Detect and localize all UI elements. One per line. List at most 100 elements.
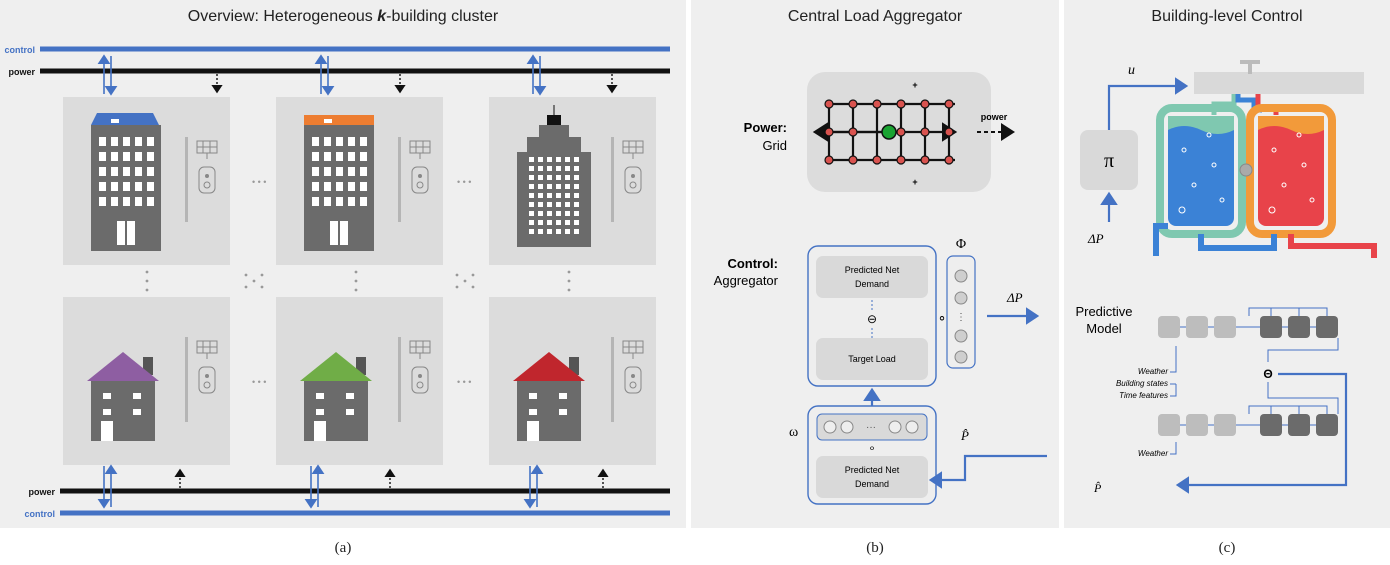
predicted-net-demand-bottom-box bbox=[816, 456, 928, 498]
sequence-block bbox=[1260, 316, 1282, 338]
sequence-block bbox=[1214, 316, 1236, 338]
phi-vector bbox=[946, 255, 976, 369]
aggregator-diagram: + + power Power: Grid Control: Aggregato… bbox=[714, 72, 1047, 505]
sequence-block bbox=[1214, 414, 1236, 436]
power-heading: Power: bbox=[744, 120, 787, 135]
control-sub: Aggregator bbox=[714, 273, 779, 288]
sequence-block bbox=[1186, 316, 1208, 338]
delta-p-input: ΔP bbox=[1087, 231, 1104, 246]
pi-label: π bbox=[1104, 150, 1114, 172]
phi-vdots: ⋮ bbox=[956, 312, 966, 323]
p-hat-input: P̂ bbox=[960, 428, 969, 443]
control-label-top: control bbox=[5, 45, 36, 55]
grid-node bbox=[848, 127, 858, 137]
omega-label: ω bbox=[789, 425, 798, 440]
grid-node bbox=[944, 99, 954, 109]
pnd-top-line2: Demand bbox=[855, 279, 889, 289]
panel-overview: Overview: Heterogeneous k-building clust… bbox=[0, 0, 686, 556]
office-building-card bbox=[489, 97, 656, 265]
input-weather-bottom: Weather bbox=[1138, 449, 1168, 458]
input-time-features: Time features bbox=[1119, 391, 1168, 400]
solar-panel-icon bbox=[409, 340, 431, 359]
predictive-model-line2: Model bbox=[1086, 321, 1122, 336]
circ-symbol-bottom: ∘ bbox=[868, 441, 876, 455]
control-label-bottom: control bbox=[25, 509, 56, 519]
house-icon bbox=[300, 352, 372, 441]
grid-node bbox=[896, 127, 906, 137]
solar-panel-icon bbox=[196, 140, 218, 159]
p-hat-output: P̂ bbox=[1093, 481, 1102, 495]
panel-building-control: Building-level Control π u ΔP bbox=[1064, 0, 1390, 556]
delta-p-output: ΔP bbox=[1006, 290, 1023, 305]
building-control-diagram: π u ΔP Predictive Model Weather Building… bbox=[1075, 60, 1377, 495]
predicted-net-demand-top-box bbox=[816, 256, 928, 298]
grid-center-node bbox=[881, 124, 897, 140]
house-card bbox=[63, 297, 230, 465]
meter-icon bbox=[624, 166, 642, 194]
grid-node bbox=[848, 155, 858, 165]
plus-top: + bbox=[912, 80, 917, 90]
caption-a: (a) bbox=[334, 540, 352, 556]
policy-box bbox=[1080, 130, 1138, 190]
grid-node bbox=[848, 99, 858, 109]
house-card bbox=[276, 297, 443, 465]
grid-node bbox=[896, 99, 906, 109]
sequence-block bbox=[1288, 316, 1310, 338]
house-card bbox=[489, 297, 656, 465]
meter-icon bbox=[411, 366, 429, 394]
panel-a-title: Overview: Heterogeneous k-building clust… bbox=[187, 8, 499, 25]
ellipsis-row1-a: • • • bbox=[252, 177, 266, 187]
phi-label: Φ bbox=[956, 237, 966, 252]
power-arrow-label: power bbox=[981, 112, 1008, 122]
target-load-label: Target Load bbox=[848, 354, 896, 364]
grid-node bbox=[872, 99, 882, 109]
u-label: u bbox=[1128, 63, 1135, 78]
theta-symbol: Θ bbox=[1263, 367, 1272, 381]
solar-panel-icon bbox=[196, 340, 218, 359]
house-icon bbox=[87, 352, 159, 441]
sequence-block bbox=[1288, 414, 1310, 436]
power-sub: Grid bbox=[762, 138, 787, 153]
skyscraper-icon bbox=[517, 105, 591, 247]
panel-aggregator: Central Load Aggregator + + power Power:… bbox=[691, 0, 1059, 556]
ellipsis-row2-a: • • • bbox=[252, 377, 266, 387]
solar-panel-icon bbox=[622, 140, 644, 159]
solar-panel-icon bbox=[409, 140, 431, 159]
pnd-bottom-line2: Demand bbox=[855, 479, 889, 489]
office-building-icon bbox=[91, 113, 161, 251]
control-heading: Control: bbox=[727, 256, 778, 271]
caption-b: (b) bbox=[866, 540, 884, 556]
circ-symbol-mid: ∘ bbox=[938, 309, 947, 325]
hot-tank bbox=[1258, 116, 1324, 226]
input-weather: Weather bbox=[1138, 367, 1168, 376]
panel-c-title: Building-level Control bbox=[1151, 8, 1303, 25]
grid-node bbox=[872, 155, 882, 165]
sequence-block bbox=[1316, 414, 1338, 436]
grid-node bbox=[824, 99, 834, 109]
pump-icon bbox=[1239, 163, 1253, 177]
meter-icon bbox=[198, 366, 216, 394]
grid-node bbox=[824, 127, 834, 137]
sequence-block bbox=[1158, 316, 1180, 338]
office-building-card bbox=[63, 97, 230, 265]
sequence-block bbox=[1260, 414, 1282, 436]
input-building-states: Building states bbox=[1116, 379, 1168, 388]
meter-icon bbox=[411, 166, 429, 194]
valve-bar bbox=[1194, 72, 1364, 94]
meter-icon bbox=[198, 166, 216, 194]
ellipsis-row1-b: • • • bbox=[457, 177, 471, 187]
power-label-top: power bbox=[8, 67, 35, 77]
panel-b-title: Central Load Aggregator bbox=[787, 8, 963, 25]
pnd-top-line1: Predicted Net bbox=[845, 265, 900, 275]
sequence-block bbox=[1158, 414, 1180, 436]
solar-panel-icon bbox=[622, 340, 644, 359]
sequence-block bbox=[1316, 316, 1338, 338]
plus-bottom: + bbox=[912, 177, 917, 187]
grid-node bbox=[944, 127, 954, 137]
caption-c: (c) bbox=[1218, 540, 1236, 556]
sequence-block bbox=[1186, 414, 1208, 436]
cold-tank bbox=[1168, 116, 1234, 226]
ominus-symbol: ⊖ bbox=[867, 312, 877, 326]
predictive-model-line1: Predictive bbox=[1075, 304, 1132, 319]
office-building-card bbox=[276, 97, 443, 265]
